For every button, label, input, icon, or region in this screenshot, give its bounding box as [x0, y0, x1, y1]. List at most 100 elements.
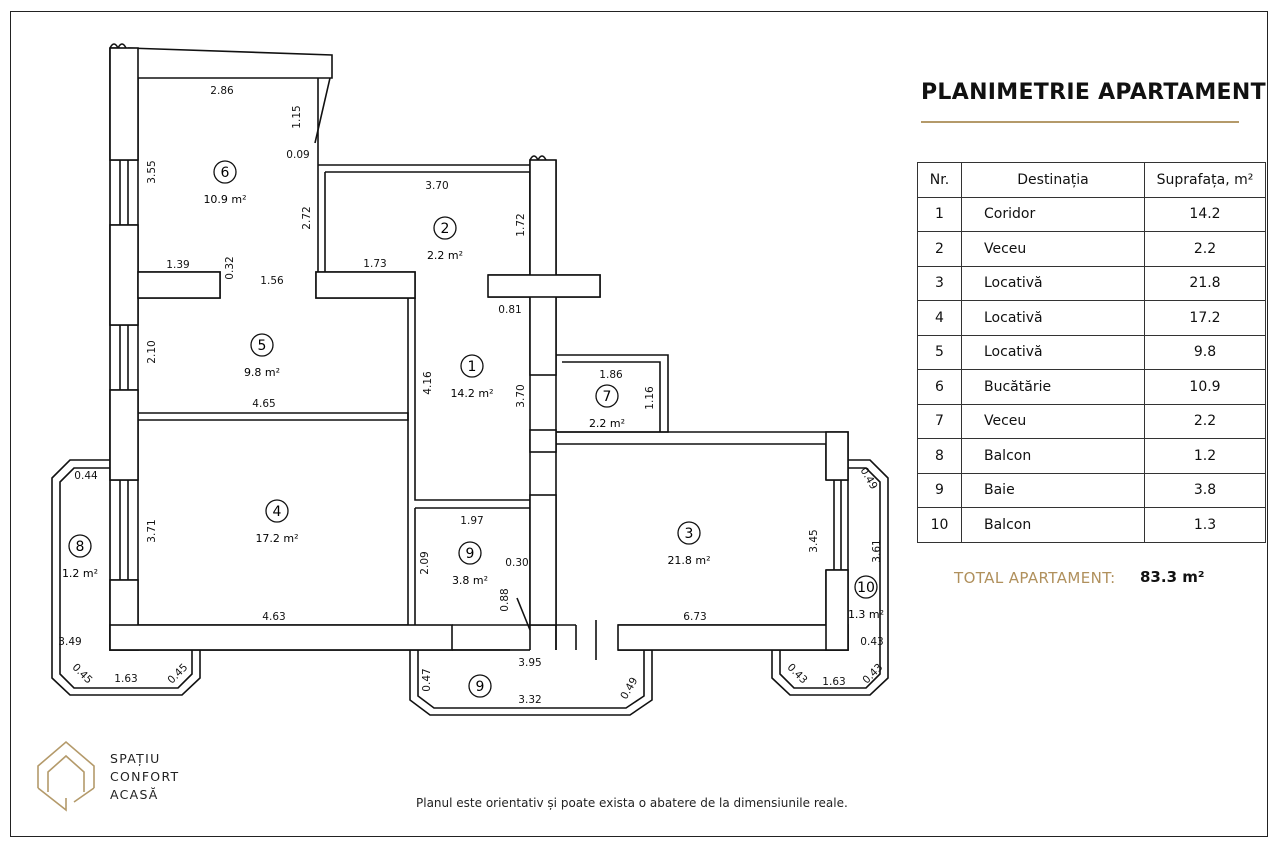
room-number: 1: [468, 359, 477, 375]
wall-block-w2: [109, 224, 139, 326]
dimension-label: 3.45: [808, 529, 820, 552]
windows-west: [119, 160, 129, 580]
header-suprafata: Suprafața, m²: [1144, 162, 1266, 198]
cell-nr: 2: [917, 231, 962, 267]
brand-logo: [37, 740, 95, 812]
room-number-circle: [213, 160, 237, 184]
room-number: 8: [76, 539, 85, 555]
dimension-label: 0.49: [858, 465, 880, 491]
dimension-label: 1.56: [260, 275, 284, 287]
cell-suprafata: 14.2: [1144, 196, 1266, 232]
cell-suprafata: 1.2: [1144, 438, 1266, 474]
disclaimer-note: Planul este orientativ și poate exista o…: [416, 796, 848, 810]
cell-destinatia: Veceu: [961, 403, 1145, 439]
dimension-label: 6.73: [683, 611, 706, 623]
dimension-label: 1.39: [166, 259, 189, 271]
header-nr: Nr.: [917, 162, 962, 198]
wall-block-core-mid: [529, 429, 557, 453]
room-label: 101.3 m²: [848, 575, 884, 621]
room-label: 93.8 m²: [452, 541, 488, 587]
cell-destinatia: Locativă: [961, 265, 1145, 301]
cell-nr: 9: [917, 472, 962, 508]
dimension-label: 1.15: [291, 105, 303, 128]
dimension-label: 0.09: [286, 149, 309, 161]
wall-block-stub: [315, 271, 416, 299]
dimension-label: 3.95: [518, 657, 541, 669]
room-number: 9: [466, 546, 475, 562]
dimension-label: 0.81: [498, 304, 521, 316]
cell-nr: 8: [917, 438, 962, 474]
room-area: 14.2 m²: [450, 387, 493, 400]
room-label: 9: [468, 674, 492, 698]
wall-block-cross: [487, 274, 601, 298]
room-area: 9.8 m²: [244, 366, 280, 379]
cell-nr: 7: [917, 403, 962, 439]
cell-destinatia: Veceu: [961, 231, 1145, 267]
cell-suprafata: 9.8: [1144, 334, 1266, 370]
cell-destinatia: Baie: [961, 472, 1145, 508]
outline-redraw: [109, 48, 530, 651]
dimension-label: 2.72: [301, 206, 313, 229]
wall-bath-window: [452, 624, 510, 651]
total-value: 83.3 m²: [1140, 568, 1205, 586]
room-label: 321.8 m²: [667, 521, 711, 567]
cell-nr: 10: [917, 507, 962, 543]
room-number-circle: [68, 534, 92, 558]
wall-bath-south: [510, 624, 557, 650]
cell-destinatia: Coridor: [961, 196, 1145, 232]
dimension-label: 0.43: [860, 636, 883, 648]
cell-destinatia: Bucătărie: [961, 369, 1145, 405]
total-label: TOTAL APARTAMENT:: [954, 569, 1116, 587]
dimension-label: 0.45: [70, 661, 95, 686]
wall-block-e1: [825, 431, 849, 481]
room-number: 4: [273, 504, 282, 520]
cell-suprafata: 17.2: [1144, 300, 1266, 336]
room-number: 6: [221, 165, 230, 181]
room-area: 1.2 m²: [62, 567, 98, 580]
cell-suprafata: 21.8: [1144, 265, 1266, 301]
dimension-label: 2.86: [210, 85, 234, 97]
cell-destinatia: Balcon: [961, 438, 1145, 474]
balcony-10-inner: [779, 467, 881, 689]
wall-block-kitchen: [137, 271, 221, 299]
wall-bath: [414, 507, 530, 625]
wall-block-core-top: [529, 159, 557, 376]
wall-block-south-east: [617, 624, 849, 651]
dimension-label: 0.44: [74, 470, 98, 482]
dimension-label: 0.45: [165, 661, 190, 686]
cell-destinatia: Balcon: [961, 507, 1145, 543]
house-icon: [37, 740, 95, 788]
table-header-row: Nr. Destinația Suprafața, m²: [917, 162, 1266, 198]
header-destinatia: Destinația: [961, 162, 1145, 198]
room-number-circle: [460, 354, 484, 378]
cell-nr: 1: [917, 196, 962, 232]
cell-nr: 4: [917, 300, 962, 336]
room-number-circle: [677, 521, 701, 545]
door-bath: [516, 597, 531, 631]
room-label: 1 14.2 m²: [450, 354, 494, 400]
cell-suprafata: 2.2: [1144, 403, 1266, 439]
room-area: 2.2 m²: [427, 249, 463, 262]
room-number-circle: [265, 499, 289, 523]
dimension-label: 0.32: [224, 256, 236, 279]
room-area: 17.2 m²: [255, 532, 298, 545]
wall-wc7-inner: [562, 361, 661, 432]
cell-destinatia: Locativă: [961, 300, 1145, 336]
dimension-label: 1.63: [114, 673, 137, 685]
room-label: 8 1.2 m²: [62, 534, 98, 580]
cell-suprafata: 1.3: [1144, 507, 1266, 543]
dimension-label: 1.16: [644, 386, 656, 410]
dimension-label: 2.09: [419, 551, 431, 574]
dimension-label: 3.70: [425, 180, 448, 192]
dimension-label: 3.61: [871, 539, 883, 562]
room-label: 22.2 m²: [427, 216, 463, 262]
wall-kitchen-wc: [317, 78, 530, 272]
door-room3: [575, 620, 597, 660]
room-number-circle: [854, 575, 878, 599]
room-number-circle: [595, 384, 619, 408]
room-number-circle: [250, 333, 274, 357]
